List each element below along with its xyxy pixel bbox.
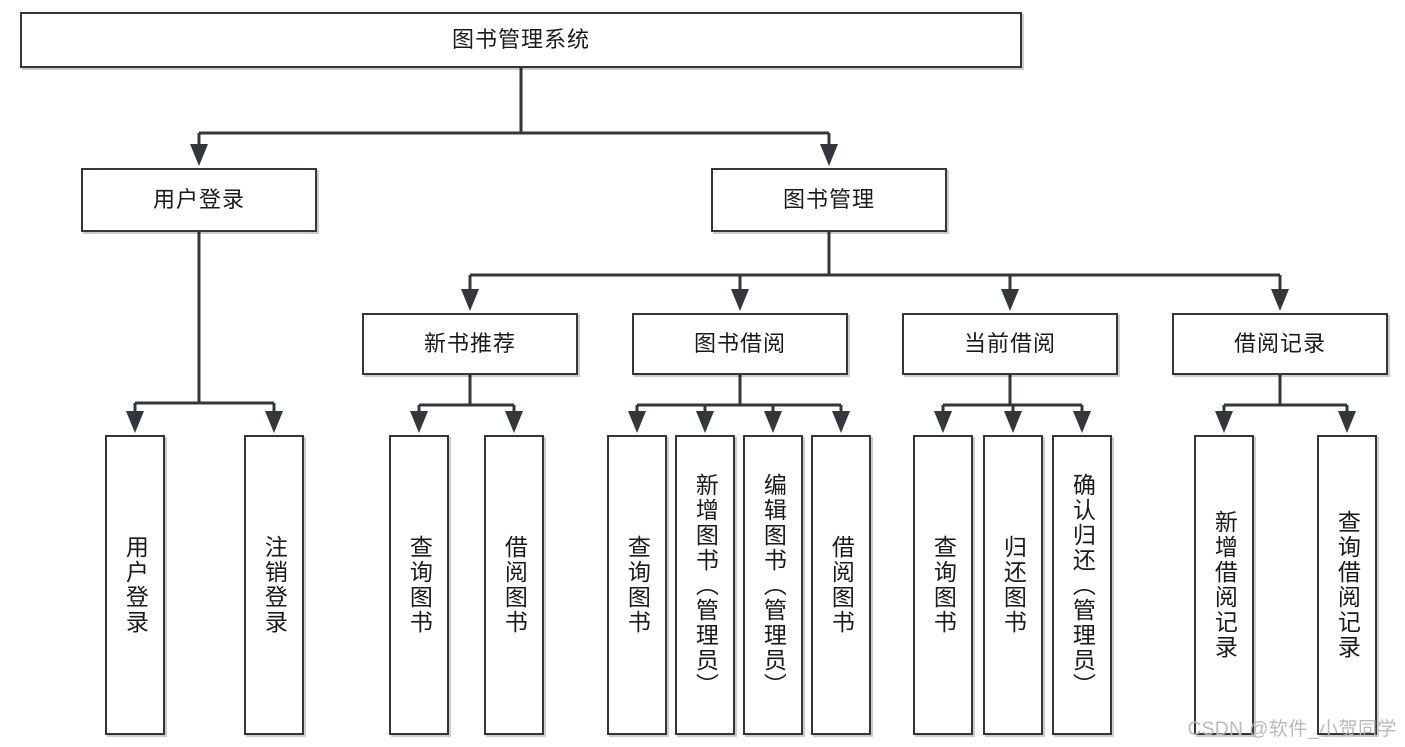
node-label: 图书管理系统 <box>451 26 590 52</box>
node-new-book-rec[interactable]: 新书推荐 <box>362 313 578 375</box>
node-label: 新书推荐 <box>423 330 516 356</box>
arrow-head-1-0 <box>126 411 144 433</box>
arrow-head-3-0 <box>410 411 428 433</box>
node-current-borrow[interactable]: 当前借阅 <box>902 313 1118 375</box>
node-label: 借阅图书 <box>501 535 528 635</box>
node-label: 查询借阅记录 <box>1334 510 1361 660</box>
node-label: 借阅记录 <box>1233 330 1326 356</box>
arrow-head-2-3 <box>1271 289 1289 311</box>
arrow-head-4-3 <box>832 411 850 433</box>
node-label: 注销登录 <box>261 535 288 635</box>
node-label: 当前借阅 <box>963 330 1056 356</box>
node-label: 新增借阅记录 <box>1211 510 1238 660</box>
arrow-head-2-2 <box>1001 289 1019 311</box>
node-leaf-query-book-3[interactable]: 查询图书 <box>913 435 973 735</box>
arrow-head-6-1 <box>1338 411 1356 433</box>
node-label: 图书借阅 <box>693 330 786 356</box>
node-label: 新增图书（管理员） <box>692 472 719 698</box>
arrow-head-5-1 <box>1004 411 1022 433</box>
node-leaf-query-record[interactable]: 查询借阅记录 <box>1317 435 1377 735</box>
node-leaf-confirm-return[interactable]: 确认归还（管理员） <box>1052 435 1112 735</box>
arrow-head-4-2 <box>764 411 782 433</box>
node-leaf-borrow-book-1[interactable]: 借阅图书 <box>484 435 544 735</box>
node-label: 用户登录 <box>152 186 245 212</box>
node-label: 确认归还（管理员） <box>1069 472 1096 698</box>
node-label: 查询图书 <box>624 535 651 635</box>
arrow-head-5-2 <box>1073 411 1091 433</box>
node-label: 归还图书 <box>1000 535 1027 635</box>
node-leaf-return-book[interactable]: 归还图书 <box>983 435 1043 735</box>
node-book-borrow[interactable]: 图书借阅 <box>632 313 848 375</box>
node-label: 查询图书 <box>930 535 957 635</box>
node-leaf-borrow-book-2[interactable]: 借阅图书 <box>811 435 871 735</box>
arrow-head-2-1 <box>731 289 749 311</box>
arrow-head-6-0 <box>1215 411 1233 433</box>
node-leaf-logout[interactable]: 注销登录 <box>244 435 304 735</box>
node-leaf-user-login[interactable]: 用户登录 <box>105 435 165 735</box>
arrow-head-3-1 <box>505 411 523 433</box>
node-root[interactable]: 图书管理系统 <box>20 12 1022 68</box>
arrow-head-4-0 <box>628 411 646 433</box>
node-label: 查询图书 <box>406 535 433 635</box>
arrow-head-2-0 <box>461 289 479 311</box>
node-leaf-query-book-1[interactable]: 查询图书 <box>389 435 449 735</box>
node-leaf-query-book-2[interactable]: 查询图书 <box>607 435 667 735</box>
arrow-head-1-1 <box>265 411 283 433</box>
node-label: 图书管理 <box>782 186 875 212</box>
node-leaf-edit-book[interactable]: 编辑图书（管理员） <box>743 435 803 735</box>
arrow-head-0-1 <box>820 144 838 166</box>
node-leaf-add-record[interactable]: 新增借阅记录 <box>1194 435 1254 735</box>
node-label: 编辑图书（管理员） <box>760 472 787 698</box>
node-book-manage[interactable]: 图书管理 <box>711 168 947 232</box>
node-label: 用户登录 <box>122 535 149 635</box>
node-leaf-add-book[interactable]: 新增图书（管理员） <box>675 435 735 735</box>
arrow-head-4-1 <box>696 411 714 433</box>
node-borrow-record[interactable]: 借阅记录 <box>1172 313 1388 375</box>
arrow-head-5-0 <box>934 411 952 433</box>
arrow-head-0-0 <box>190 144 208 166</box>
node-label: 借阅图书 <box>828 535 855 635</box>
node-user-login[interactable]: 用户登录 <box>81 168 317 232</box>
